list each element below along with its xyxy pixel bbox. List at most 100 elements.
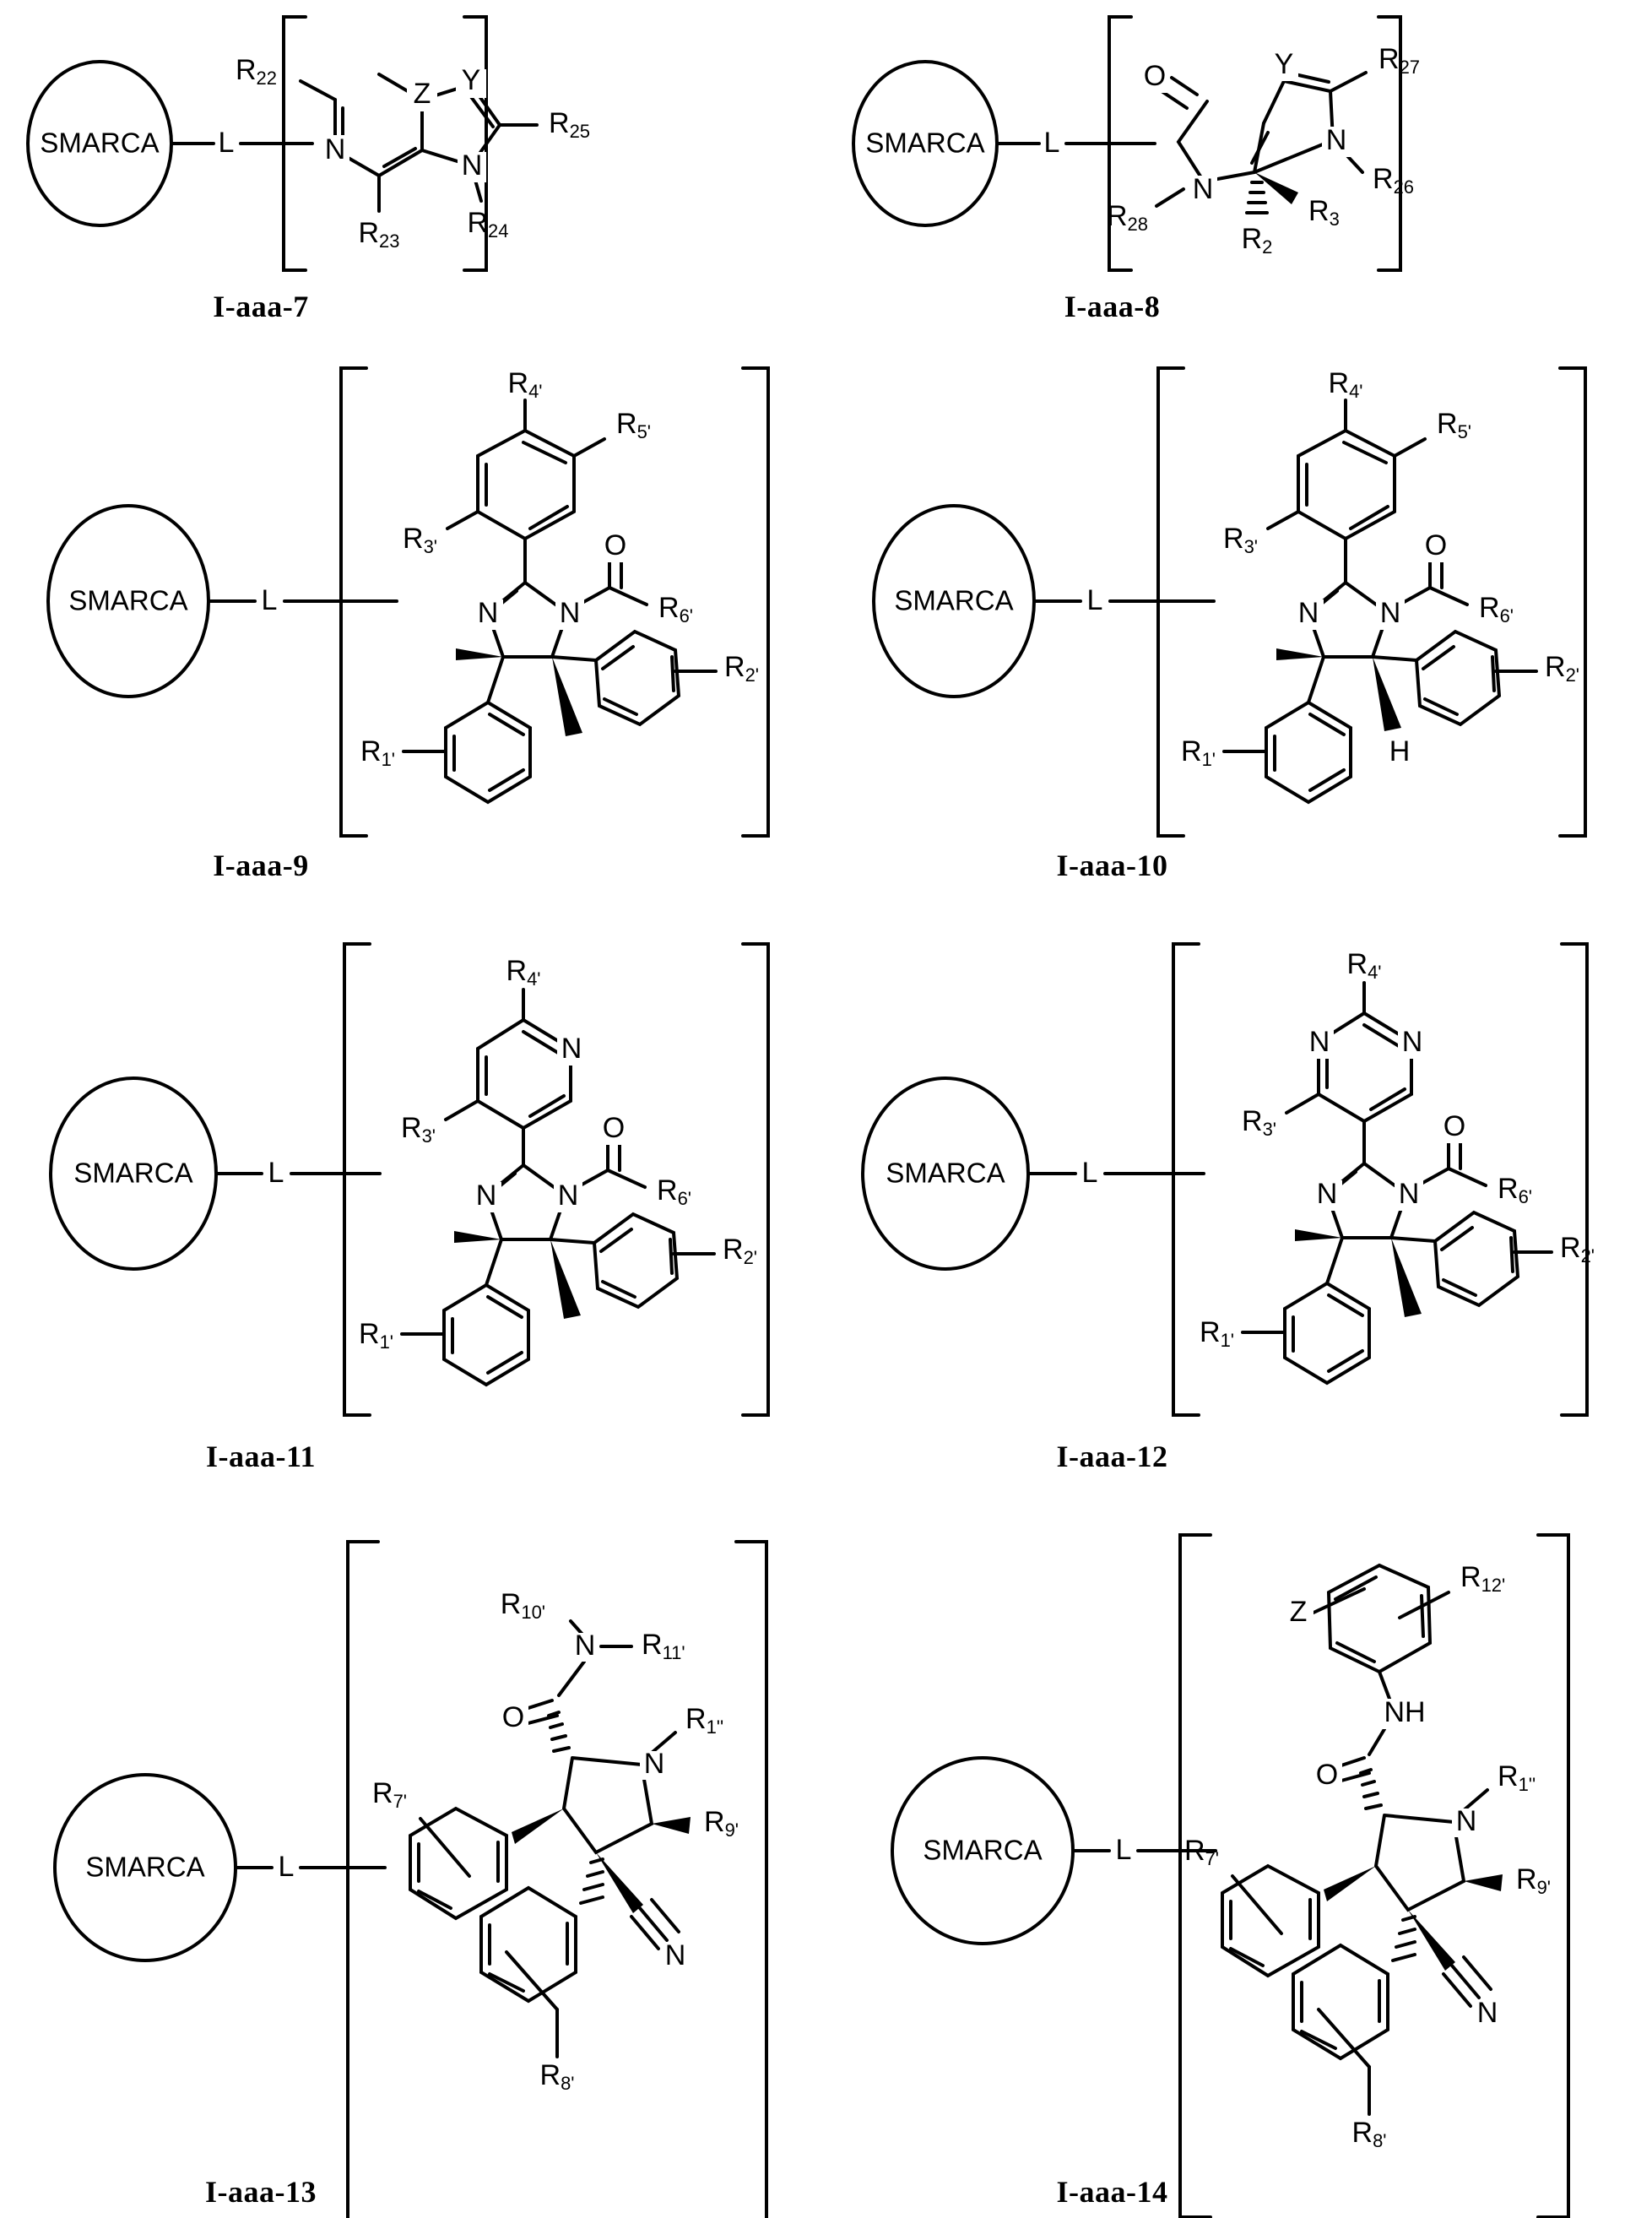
smarca-label: SMARCA <box>894 585 1013 616</box>
wedge-r9prime <box>652 1817 691 1834</box>
mask-amide-n <box>571 1633 599 1662</box>
bond-to-r12prime <box>1398 1591 1450 1619</box>
substituent-r5prime: R5' <box>616 408 651 442</box>
aryl-left-ring <box>1221 1863 1320 1978</box>
pyrrolidine-ring <box>1373 1814 1466 1912</box>
linker-label: L <box>1087 584 1103 616</box>
structure-drawing-i-aaa-7: Z Y N N R22 R23 R24 R25 SMARCA L <box>26 15 590 272</box>
mask-n-pyr-left <box>1305 1028 1334 1059</box>
wedge-h-down <box>1373 657 1401 731</box>
phenyl-ll-double-1 <box>1308 713 1346 736</box>
mask-pyrrolidine-n <box>640 1751 669 1780</box>
smarca-label: SMARCA <box>865 127 984 159</box>
substituent-r1dprime: R1'' <box>1498 1760 1536 1795</box>
atom-label-n-right: N <box>558 1179 579 1212</box>
phenyl-ll-double-1 <box>1327 1293 1364 1317</box>
wedge-methyl-down <box>550 1239 581 1319</box>
atom-label-n-pyr-right: N <box>1402 1026 1423 1058</box>
structure-cell-i-aaa-10: N N O H R4' R5' R3' R6' R2' <box>826 338 1652 895</box>
bracket-open <box>343 942 371 1417</box>
bond-nh-carbonyl <box>1368 1727 1386 1756</box>
phenyl-r-double-2 <box>669 1238 674 1275</box>
hash-bond-aryl-lower <box>579 1857 604 1905</box>
smarca-label: SMARCA <box>73 1158 192 1189</box>
wedge-aryl-left <box>512 1809 564 1844</box>
benzene-double-1 <box>1342 441 1388 464</box>
atom-label-o: O <box>603 1112 625 1144</box>
atom-label-o: O <box>1443 1110 1465 1142</box>
substituent-r1prime: R1' <box>359 1318 393 1353</box>
bracket-close <box>741 366 770 838</box>
aryl-lower-double-3 <box>488 1972 525 1993</box>
aryl-left-double-3 <box>1229 1947 1265 1967</box>
mask-n-left <box>473 1182 501 1212</box>
substituent-r5prime: R5' <box>1437 408 1471 442</box>
benzene-double-2 <box>528 505 569 530</box>
substituent-r8prime: R8' <box>1352 2117 1387 2151</box>
phenyl-r-double-1 <box>599 1228 633 1253</box>
mask-o <box>601 534 630 562</box>
atom-label-y: Y <box>1275 48 1294 80</box>
phenyl-right <box>1433 1210 1520 1308</box>
atom-label-nitrile-n: N <box>665 1939 686 1971</box>
substituent-r2: R2 <box>1242 223 1273 258</box>
pyrrolidine-ring <box>561 1756 654 1855</box>
mask-n-left <box>1189 176 1217 206</box>
bracket-close <box>1560 942 1589 1417</box>
phenyl-right <box>592 1212 680 1310</box>
bracket-open <box>339 366 368 838</box>
benzene-double-1 <box>522 441 567 464</box>
atom-label-n-left: N <box>1193 173 1214 205</box>
linker-label: L <box>1082 1157 1098 1189</box>
ring-c-c-double <box>1250 131 1270 165</box>
bracket-close <box>1536 1533 1570 2218</box>
structure-label-i-aaa-13: I-aaa-13 <box>205 2175 317 2209</box>
phenyl-ll-double-1 <box>488 713 525 736</box>
structure-label-i-aaa-12: I-aaa-12 <box>1056 1440 1168 1473</box>
atom-label-nitrile-n: N <box>1477 1997 1498 2029</box>
phenyl-r-double-1 <box>1440 1226 1474 1251</box>
smarca-label: SMARCA <box>68 585 187 616</box>
atom-label-n-2: N <box>462 149 483 182</box>
mask-o <box>1312 1761 1342 1792</box>
phenyl-lower-left <box>1283 1281 1371 1386</box>
bond-c5-phenyl <box>1371 655 1418 662</box>
structure-drawing-i-aaa-8: O Y N N R27 R26 R28 R2 R3 <box>852 15 1420 272</box>
nitrile-bond-1 <box>1450 1964 1481 1999</box>
bond-to-r28 <box>1155 187 1185 208</box>
bond-c4-phenyl <box>1307 655 1325 704</box>
wedge-bond-r3 <box>1254 172 1298 204</box>
structure-drawing-i-aaa-11: N N N O R4' R3' R6' R2' R1' <box>49 942 770 1417</box>
hash-bond-r2 <box>1245 181 1269 214</box>
substituent-r4prime: R4' <box>1347 948 1382 983</box>
bond-to-r22 <box>299 79 337 101</box>
phenyl-ll-double-2 <box>488 768 525 792</box>
mask-n-left <box>474 599 503 630</box>
pyridine-ring <box>476 1017 572 1131</box>
atom-label-o: O <box>1316 1759 1338 1791</box>
mask-z <box>407 83 437 111</box>
mask-n1 <box>321 135 349 165</box>
structure-label-i-aaa-7: I-aaa-7 <box>213 290 309 323</box>
atom-label-n-left: N <box>1298 597 1319 629</box>
substituent-r3prime: R3' <box>1223 523 1258 557</box>
atom-label-n-pyridine: N <box>561 1033 582 1065</box>
atom-label-n-left: N <box>1317 1178 1338 1210</box>
mask-o <box>599 1116 628 1145</box>
structure-label-i-aaa-11: I-aaa-11 <box>206 1440 316 1473</box>
substituent-r4prime: R4' <box>508 367 543 402</box>
carbonyl-bond-a <box>1170 76 1199 96</box>
substituent-r2prime: R2' <box>723 1234 757 1268</box>
bond-carbonyl-r6 <box>1428 586 1469 606</box>
bond-c4-phenyl <box>1325 1236 1344 1285</box>
mask-n-pyr-right <box>1398 1028 1427 1059</box>
bond-to-r3prime <box>446 510 479 530</box>
bond-to-r7prime <box>419 1817 471 1878</box>
phenyl-right <box>1414 629 1502 727</box>
structure-drawing-i-aaa-14: Z NH O N N R12' R1'' R7' R9' R8' <box>891 1533 1570 2218</box>
nitrile-bond-2 <box>650 1898 680 1933</box>
mask-nitrile-n <box>660 1942 691 1972</box>
nitrile-bond-1 <box>638 1906 669 1942</box>
wedge-methyl-down <box>1391 1238 1422 1317</box>
